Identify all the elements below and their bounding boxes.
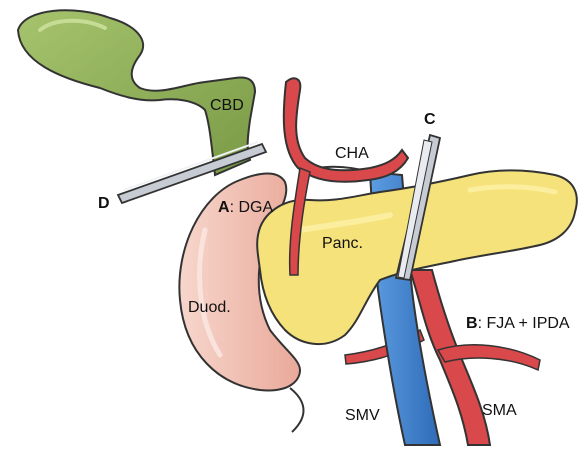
label-a-text: : DGA — [230, 199, 274, 216]
label-duod: Duod. — [188, 299, 231, 316]
label-clamp-c: C — [424, 111, 436, 128]
gallbladder — [18, 10, 255, 175]
label-panc: Panc. — [322, 235, 363, 252]
label-clamp-d: D — [98, 195, 110, 212]
label-a-dga: A: DGA — [218, 199, 273, 216]
label-b-text: : FJA + IPDA — [478, 315, 570, 332]
label-b-fja-ipda: B: FJA + IPDA — [466, 315, 570, 332]
label-b-letter: B — [466, 315, 478, 332]
label-cbd: CBD — [210, 97, 244, 114]
label-sma: SMA — [482, 402, 517, 419]
label-a-letter: A — [218, 199, 230, 216]
label-smv: SMV — [345, 407, 380, 424]
label-cha: CHA — [335, 145, 369, 162]
gallbladder-and-cbd — [18, 10, 255, 175]
